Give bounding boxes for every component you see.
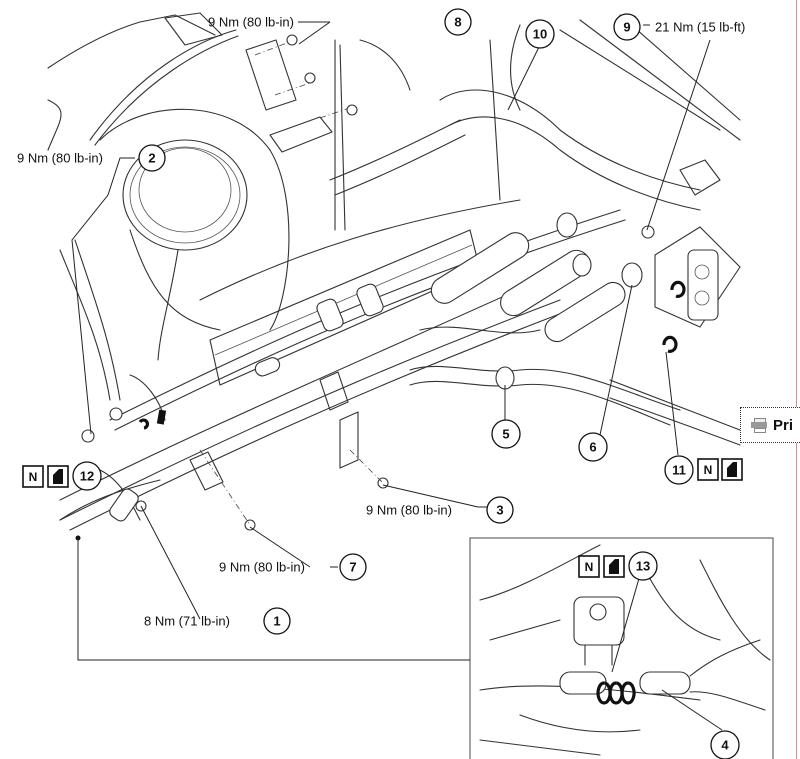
- callout-number-12: 12: [80, 469, 94, 484]
- print-button-label: Pri: [773, 416, 794, 434]
- callout-number-3: 3: [496, 503, 503, 518]
- callout-11: 11 N: [664, 455, 743, 485]
- callout-2: 9 Nm (80 lb-in) 2: [17, 144, 166, 172]
- torque-spec-8: 9 Nm (80 lb-in): [208, 15, 294, 30]
- torque-spec-3: 9 Nm (80 lb-in): [366, 503, 452, 518]
- lubricate-icon: [47, 465, 69, 488]
- torque-spec-1: 8 Nm (71 lb-in): [144, 614, 230, 629]
- callout-number-6: 6: [589, 440, 596, 455]
- new-part-badge: N: [697, 458, 719, 481]
- callout-number-1: 1: [273, 614, 280, 629]
- callout-10: 10: [525, 19, 555, 49]
- callout-number-2: 2: [148, 151, 155, 166]
- lubricate-icon: [603, 555, 625, 578]
- printer-icon: [751, 418, 767, 433]
- callout-number-8: 8: [454, 15, 461, 30]
- print-button[interactable]: Pri: [740, 407, 800, 443]
- callout-3: 9 Nm (80 lb-in) 3: [366, 496, 514, 524]
- callout-7: 9 Nm (80 lb-in) 7: [219, 553, 367, 581]
- callout-5: 5: [491, 419, 521, 449]
- callout-9: 9 21 Nm (15 lb-ft): [613, 13, 745, 41]
- leader-lines: [71, 21, 723, 731]
- callout-12: N 12: [22, 461, 102, 491]
- callout-number-7: 7: [349, 560, 356, 575]
- callout-8: 9 Nm (80 lb-in) 8: [208, 8, 472, 36]
- svg-text:N: N: [585, 560, 594, 574]
- svg-text:N: N: [704, 463, 713, 477]
- torque-spec-9: 21 Nm (15 lb-ft): [655, 20, 745, 35]
- new-part-badge: N: [22, 465, 44, 488]
- callout-1: 8 Nm (71 lb-in) 1: [144, 607, 291, 635]
- callout-6: 6: [578, 432, 608, 462]
- callout-4: 4: [710, 730, 740, 759]
- callout-number-5: 5: [502, 427, 509, 442]
- main-illustration: [47, 12, 741, 541]
- callout-number-10: 10: [533, 27, 547, 42]
- svg-text:N: N: [29, 470, 38, 484]
- page-edge-divider: [796, 0, 797, 759]
- callout-number-4: 4: [721, 738, 729, 753]
- torque-spec-2: 9 Nm (80 lb-in): [17, 151, 103, 166]
- callout-number-13: 13: [636, 559, 650, 574]
- callout-13: N 13: [578, 551, 658, 581]
- callout-number-11: 11: [672, 463, 686, 478]
- callout-number-9: 9: [623, 20, 630, 35]
- new-part-badge: N: [578, 555, 600, 578]
- torque-spec-7: 9 Nm (80 lb-in): [219, 560, 305, 575]
- lubricate-icon: [721, 458, 743, 481]
